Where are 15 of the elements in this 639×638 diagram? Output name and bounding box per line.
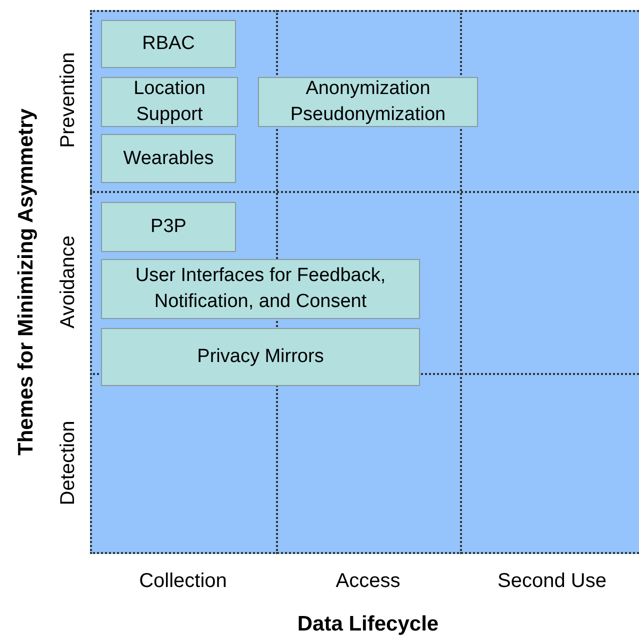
technique-box: Privacy Mirrors bbox=[101, 328, 420, 386]
row-label: Detection bbox=[56, 420, 80, 506]
column-label: Access bbox=[336, 569, 400, 594]
row-label: Avoidance bbox=[56, 235, 80, 329]
technique-box: P3P bbox=[101, 202, 236, 252]
technique-box: Location Support bbox=[101, 77, 238, 127]
column-label: Collection bbox=[139, 569, 227, 594]
row-label: Prevention bbox=[56, 52, 80, 148]
technique-box: Anonymization Pseudonymization bbox=[258, 77, 478, 127]
technique-box: User Interfaces for Feedback, Notification, and Consent bbox=[101, 259, 420, 319]
axis-title: Data Lifecycle bbox=[297, 611, 439, 638]
technique-box: Wearables bbox=[101, 134, 236, 183]
technique-box: RBAC bbox=[101, 20, 236, 68]
column-label: Second Use bbox=[498, 569, 606, 594]
axis-title: Themes for Minimizing Asymmetry bbox=[13, 108, 38, 456]
